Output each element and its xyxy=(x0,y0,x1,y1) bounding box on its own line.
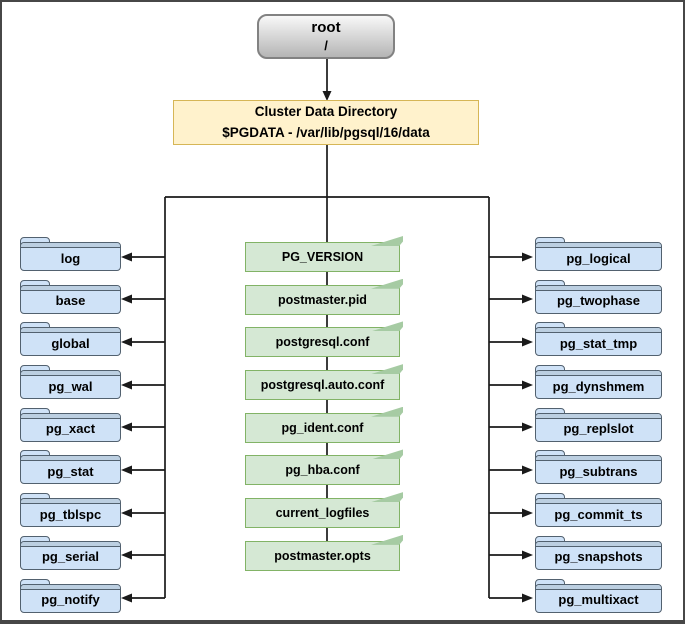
folded-corner-icon xyxy=(371,492,403,503)
folder-label: pg_subtrans xyxy=(559,463,638,479)
folded-corner-icon xyxy=(371,449,403,460)
folder-log: log xyxy=(20,237,121,271)
file-postmaster-pid: postmaster.pid xyxy=(245,278,403,315)
root-title: root xyxy=(311,19,341,36)
node-root: root / xyxy=(257,14,395,59)
folder-pg-tblspc: pg_tblspc xyxy=(20,493,121,528)
file-pg-hba-conf: pg_hba.conf xyxy=(245,449,403,486)
folder-pg-subtrans: pg_subtrans xyxy=(535,450,662,485)
folder-pg-serial: pg_serial xyxy=(20,535,121,570)
root-path: / xyxy=(324,37,328,53)
folder-label: pg_stat xyxy=(47,463,94,479)
folder-label: pg_serial xyxy=(41,549,100,565)
folder-pg-logical: pg_logical xyxy=(535,237,662,271)
folder-label: log xyxy=(60,250,81,266)
file-pg-ident-conf: pg_ident.conf xyxy=(245,406,403,443)
folder-pg-commit-ts: pg_commit_ts xyxy=(535,493,662,528)
folder-label: pg_dynshmem xyxy=(552,378,645,394)
folder-label: pg_xact xyxy=(45,421,96,437)
folded-corner-icon xyxy=(371,534,403,545)
folder-pg-stat: pg_stat xyxy=(20,450,121,485)
node-cluster-data-directory: Cluster Data Directory $PGDATA - /var/li… xyxy=(173,100,479,145)
datadir-path: $PGDATA - /var/lib/pgsql/16/data xyxy=(222,124,430,140)
folder-pg-replslot: pg_replslot xyxy=(535,407,662,442)
center-file-column: PG_VERSION postmaster.pid postgresql.con… xyxy=(245,236,403,571)
folder-label: pg_logical xyxy=(566,250,631,266)
folder-pg-snapshots: pg_snapshots xyxy=(535,535,662,570)
folded-corner-icon xyxy=(371,321,403,332)
folder-label: pg_wal xyxy=(48,378,93,394)
folder-label: pg_notify xyxy=(41,592,100,607)
folder-base: base xyxy=(20,279,121,314)
file-label: postgresql.auto.conf xyxy=(260,378,385,393)
file-label: postgresql.conf xyxy=(275,335,370,350)
file-label: postmaster.opts xyxy=(274,548,371,563)
file-label: pg_ident.conf xyxy=(281,420,364,435)
folder-pg-stat-tmp: pg_stat_tmp xyxy=(535,322,662,357)
folded-corner-icon xyxy=(371,364,403,375)
file-label: pg_hba.conf xyxy=(285,463,360,478)
folded-corner-icon xyxy=(371,406,403,417)
folder-label: global xyxy=(51,335,90,351)
folder-label: pg_commit_ts xyxy=(554,506,643,522)
file-current-logfiles: current_logfiles xyxy=(245,492,403,529)
file-label: current_logfiles xyxy=(275,506,370,521)
folded-corner-icon xyxy=(371,278,403,289)
folder-pg-twophase: pg_twophase xyxy=(535,279,662,314)
folder-pg-xact: pg_xact xyxy=(20,407,121,442)
folded-corner-icon xyxy=(371,236,403,246)
folder-label: pg_tblspc xyxy=(39,506,102,522)
file-label: PG_VERSION xyxy=(281,250,364,264)
folder-label: pg_multixact xyxy=(558,592,639,607)
folder-label: pg_stat_tmp xyxy=(559,335,638,351)
folder-label: pg_replslot xyxy=(563,421,634,437)
folder-pg-wal: pg_wal xyxy=(20,365,121,400)
folder-label: base xyxy=(55,293,86,309)
file-postgresql-conf: postgresql.conf xyxy=(245,321,403,358)
file-postgresql-auto-conf: postgresql.auto.conf xyxy=(245,364,403,401)
folder-global: global xyxy=(20,322,121,357)
right-folder-column: pg_logical pg_twophase pg_stat_tmp pg_dy… xyxy=(535,237,662,613)
folder-pg-multixact: pg_multixact xyxy=(535,578,662,613)
folder-pg-notify: pg_notify xyxy=(20,578,121,613)
file-postmaster-opts: postmaster.opts xyxy=(245,534,403,571)
file-label: postmaster.pid xyxy=(278,292,367,307)
left-folder-column: log base global pg_wal pg_xact pg_stat p… xyxy=(20,237,121,613)
datadir-title: Cluster Data Directory xyxy=(254,104,398,120)
folder-label: pg_snapshots xyxy=(554,549,643,565)
folder-pg-dynshmem: pg_dynshmem xyxy=(535,365,662,400)
file-pg-version: PG_VERSION xyxy=(245,236,403,272)
folder-label: pg_twophase xyxy=(556,293,641,309)
